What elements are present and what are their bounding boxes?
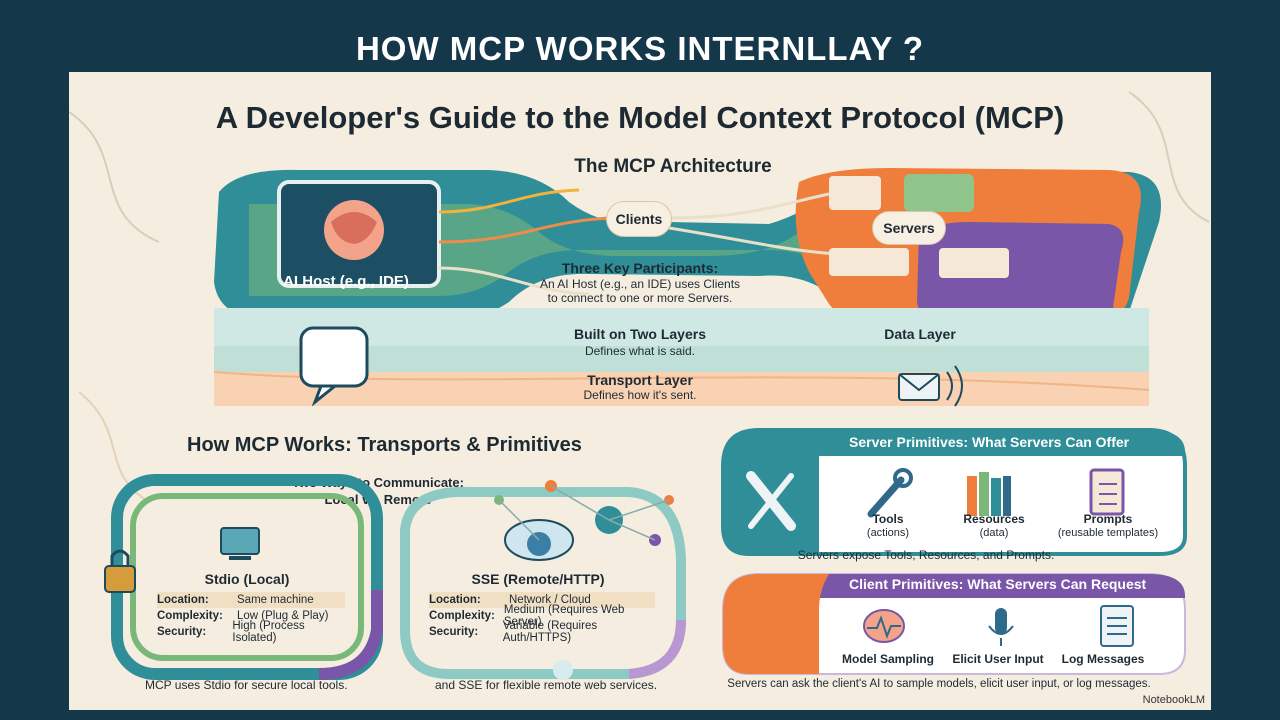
- server-primitive-prompts-label: Prompts: [1083, 512, 1133, 526]
- stdio-row-location: Location:Same machine: [157, 592, 345, 608]
- transport-layer-title: Transport Layer: [587, 372, 693, 388]
- transports-section-title: How MCP Works: Transports & Primitives: [187, 434, 582, 456]
- stdio-caption: MCP uses Stdio for secure local tools.: [145, 678, 348, 692]
- stdio-row-security: Security:High (Process Isolated): [157, 620, 305, 644]
- sse-spec-table: Location:Network / Cloud Complexity:Medi…: [429, 592, 655, 644]
- infographic-panel: A Developer's Guide to the Model Context…: [69, 72, 1211, 710]
- sse-row-security: Security:Variable (Requires Auth/HTTPS): [429, 620, 598, 644]
- host-label: AI Host (e.g., IDE): [283, 273, 409, 290]
- data-layer-label: Data Layer: [884, 326, 956, 342]
- clients-bubble: Clients: [606, 201, 672, 237]
- data-layer-description: Defines what is said.: [584, 344, 696, 358]
- server-primitives-caption: Servers expose Tools, Resources, and Pro…: [797, 548, 1055, 562]
- architecture-title: The MCP Architecture: [574, 156, 772, 177]
- client-primitives-caption: Servers can ask the client's AI to sampl…: [727, 678, 1151, 690]
- sse-row-complexity: Complexity:Medium (Requires Web Server): [429, 604, 625, 628]
- server-primitive-resources-sub: (data): [979, 527, 1009, 539]
- sse-caption: and SSE for flexible remote web services…: [435, 678, 658, 692]
- server-primitive-resources-label: Resources: [963, 512, 1025, 526]
- client-primitive-log: Log Messages: [1061, 652, 1145, 666]
- sse-row-location: Location:Network / Cloud: [429, 592, 655, 608]
- transports-diagram: [104, 474, 686, 680]
- client-primitive-sampling: Model Sampling: [841, 652, 935, 666]
- architecture-diagram: [213, 168, 1161, 407]
- server-primitive-prompts-sub: (reusable templates): [1057, 527, 1159, 539]
- stdio-spec-table: Location:Same machine Complexity:Low (Pl…: [157, 592, 345, 644]
- page-title: HOW MCP WORKS INTERNLLAY ?: [355, 30, 925, 67]
- participants-line-2: to connect to one or more Servers.: [547, 291, 733, 305]
- server-primitives-title: Server Primitives: What Servers Can Offe…: [849, 434, 1130, 450]
- stdio-row-complexity: Complexity:Low (Plug & Play): [157, 610, 329, 622]
- main-title: A Developer's Guide to the Model Context…: [215, 100, 1065, 135]
- notebooklm-credit: NotebookLM: [1142, 694, 1205, 706]
- client-primitive-elicit: Elicit User Input: [952, 652, 1044, 666]
- built-on-two-layers: Built on Two Layers: [574, 326, 706, 342]
- servers-bubble: Servers: [872, 211, 946, 245]
- server-primitives-card: [721, 428, 1187, 556]
- sse-title: SSE (Remote/HTTP): [471, 571, 605, 587]
- participants-line-1: An AI Host (e.g., an IDE) uses Clients: [539, 277, 741, 291]
- server-primitive-tools-sub: (actions): [866, 527, 910, 539]
- server-primitive-tools-label: Tools: [872, 512, 904, 526]
- stdio-title: Stdio (Local): [204, 571, 290, 587]
- client-primitives-card: [722, 573, 1186, 675]
- client-primitives-title: Client Primitives: What Servers Can Requ…: [849, 576, 1147, 592]
- participants-title: Three Key Participants:: [561, 260, 719, 276]
- transport-layer-description: Defines how it's sent.: [583, 388, 697, 402]
